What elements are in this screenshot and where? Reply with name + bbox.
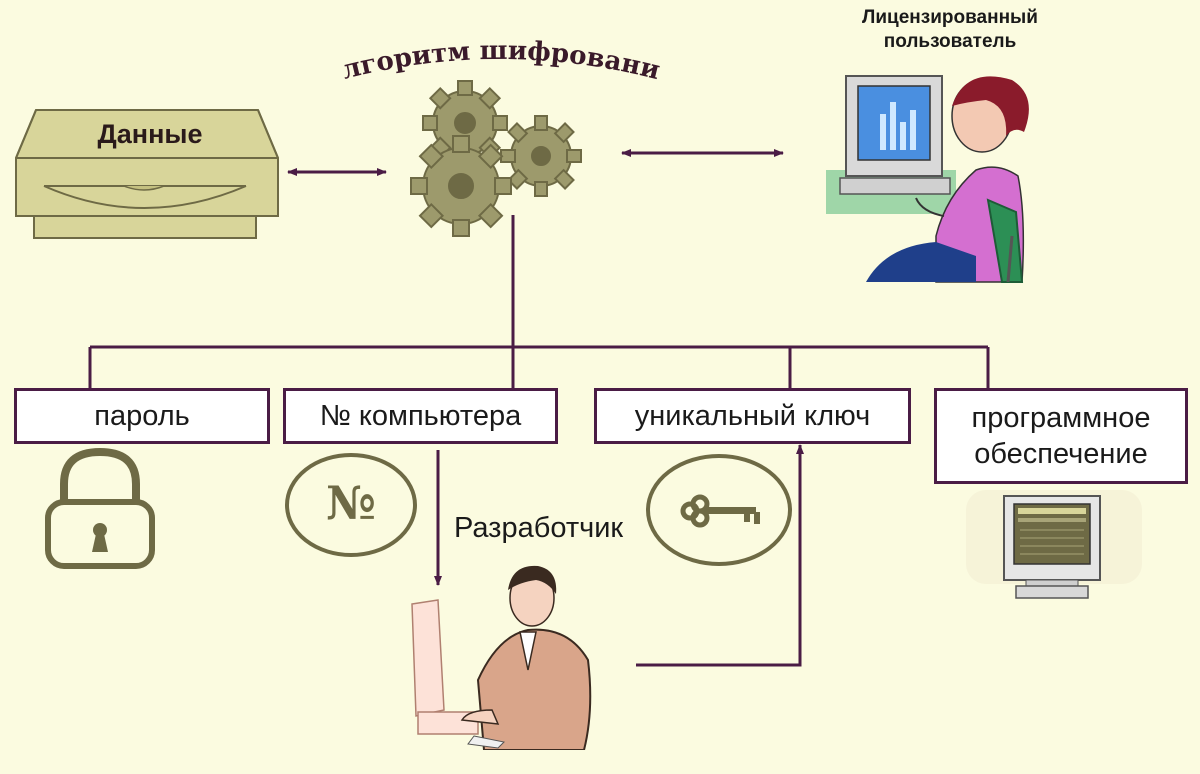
monitor-icon [966,490,1142,599]
software-line1: программное [971,401,1151,434]
number-sign-icon: № [283,452,419,558]
licensed-user-line1: Лицензированный [862,7,1038,28]
data-label: Данные [97,119,203,149]
key-icon [646,454,792,566]
algorithm-title: Алгоритм шифрования [340,30,660,86]
user-at-computer-icon [826,75,1029,283]
arrow-developer-key [636,444,804,667]
drive-icon [15,109,279,239]
developer-label: Разработчик [454,512,624,544]
licensed-user-line2: пользователь [883,30,1017,52]
computer-number-box: № компьютера [283,388,558,444]
gears-icon [410,80,582,237]
software-line2: обеспечение [974,438,1148,470]
password-box: пароль [14,388,270,444]
padlock-icon [45,448,155,569]
licensed-user-label: Лицензированный пользователь [820,6,1080,54]
number-sign-text: № [326,476,376,530]
unique-key-box: уникальный ключ [594,388,911,444]
developer-icon [411,565,592,750]
software-box: программное обеспечение [934,388,1188,484]
